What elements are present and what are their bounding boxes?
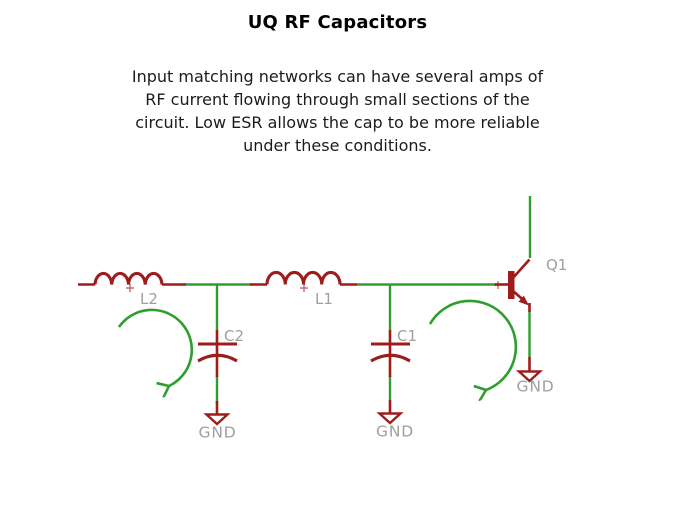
description-line: RF current flowing through small section… — [145, 90, 530, 109]
label-gnd-c1: GND — [376, 423, 414, 441]
label-gnd-q1: GND — [517, 378, 555, 396]
label-q1: Q1 — [546, 256, 567, 274]
inductor-l1 — [250, 270, 357, 292]
label-l1: L1 — [315, 290, 333, 308]
loop-arrow-left — [117, 308, 194, 386]
ground-symbol-c1 — [376, 400, 404, 425]
page-title: UQ RF Capacitors — [247, 12, 428, 33]
net-wires — [185, 196, 532, 403]
description-text: Input matching networks can have several… — [0, 65, 675, 157]
capacitor-c2 — [197, 330, 238, 377]
description-line: circuit. Low ESR allows the cap to be mo… — [135, 113, 540, 132]
current-loop-arrows — [117, 299, 518, 390]
label-gnd-c2: GND — [199, 424, 237, 442]
inductor-l2 — [78, 271, 186, 292]
description-line: Input matching networks can have several… — [131, 67, 544, 86]
loop-arrow-right — [428, 299, 518, 390]
ground-symbol-q1 — [515, 357, 544, 383]
label-c2: C2 — [224, 327, 244, 345]
capacitor-c1 — [370, 330, 411, 377]
reference-labels: L2 L1 C2 C1 Q1 GND GND GND — [140, 256, 567, 442]
ground-symbol-c2 — [203, 401, 231, 426]
label-l2: L2 — [140, 290, 158, 308]
description-line: under these conditions. — [243, 136, 432, 155]
label-c1: C1 — [397, 327, 417, 345]
transistor-q1 — [494, 258, 531, 312]
